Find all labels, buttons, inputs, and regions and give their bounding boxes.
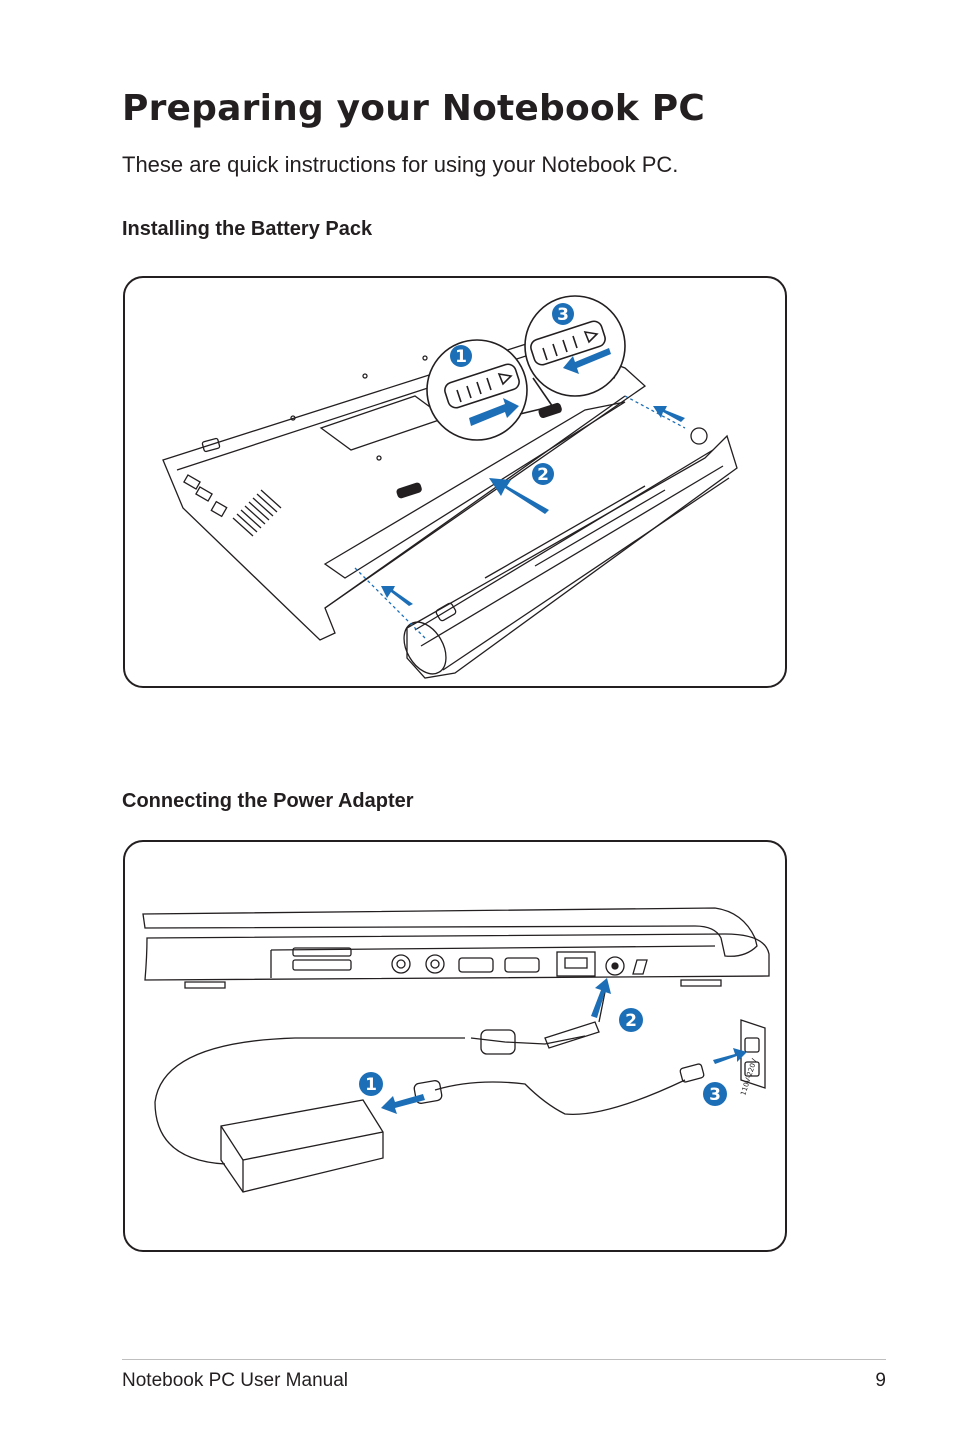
microphone-jack [425,954,445,974]
usb-port-1 [458,957,494,973]
battery-illustration: 1 2 3 [162,295,738,679]
battery-installation-figure: 1 2 3 [123,276,787,688]
power-adapter-illustration: 1 2 3 110V-220V [142,907,770,1193]
card-reader-slot [292,947,352,957]
footer-manual-name: Notebook PC User Manual [122,1370,348,1391]
vent-grill [232,489,282,537]
arrow-step-1 [381,1094,425,1114]
step-number: 1 [455,347,467,367]
ac-connector [413,1080,443,1104]
dc-cable-plug-lead [470,1035,586,1045]
step-badge-3: 3 [703,1082,727,1106]
lan-port [556,951,596,977]
callout-step-1 [426,339,546,441]
ferrite-core [480,1029,516,1055]
step-badge-1: 1 [359,1072,383,1096]
intro-text: These are quick instructions for using y… [122,152,679,177]
power-adapter-figure: 1 2 3 110V-220V [123,840,787,1252]
section-heading-battery: Installing the Battery Pack [122,218,373,240]
arrow-step-2 [591,978,611,1018]
headphone-jack [391,954,411,974]
step-badge-1: 1 [450,345,472,367]
blue-arrows [381,978,747,1114]
step-number: 3 [557,305,569,325]
wall-outlet [740,1019,766,1089]
arrow-slide-left [381,586,413,606]
arrow-step-3 [563,348,611,374]
step-badge-2: 2 [532,463,554,485]
blue-arrows [381,348,685,606]
outlet-voltage-label: 110V-220V [739,1057,759,1096]
arrow-step-1 [469,398,519,426]
ac-plug [679,1063,705,1083]
dc-plug [544,1021,600,1049]
step-number: 2 [625,1011,637,1031]
power-input-jack [605,956,625,976]
footer-page-number: 9 [875,1370,886,1391]
battery-bay [323,401,626,579]
step-number: 2 [537,465,549,485]
step-badge-3: 3 [552,303,574,325]
arrow-step-2 [489,478,549,514]
footer-divider [122,1359,886,1360]
power-adapter-brick [220,1099,384,1193]
step-badge-2: 2 [619,1008,643,1032]
page-title: Preparing your Notebook PC [122,88,705,129]
ac-cable [434,1079,686,1116]
battery-spring-latch [538,402,562,419]
step-number: 3 [709,1085,721,1105]
callout-step-3 [524,295,626,411]
battery-pack [403,427,738,679]
battery-lock-latch [396,482,422,499]
section-heading-power: Connecting the Power Adapter [122,790,414,812]
usb-port-2 [504,957,540,973]
expresscard-slot [292,959,352,971]
arrow-slide-right [653,406,685,422]
step-number: 1 [365,1075,377,1095]
notebook-side-view [142,907,770,989]
kensington-lock-port [632,959,648,975]
arrow-step-3 [713,1048,747,1064]
dc-cable [154,1037,465,1165]
